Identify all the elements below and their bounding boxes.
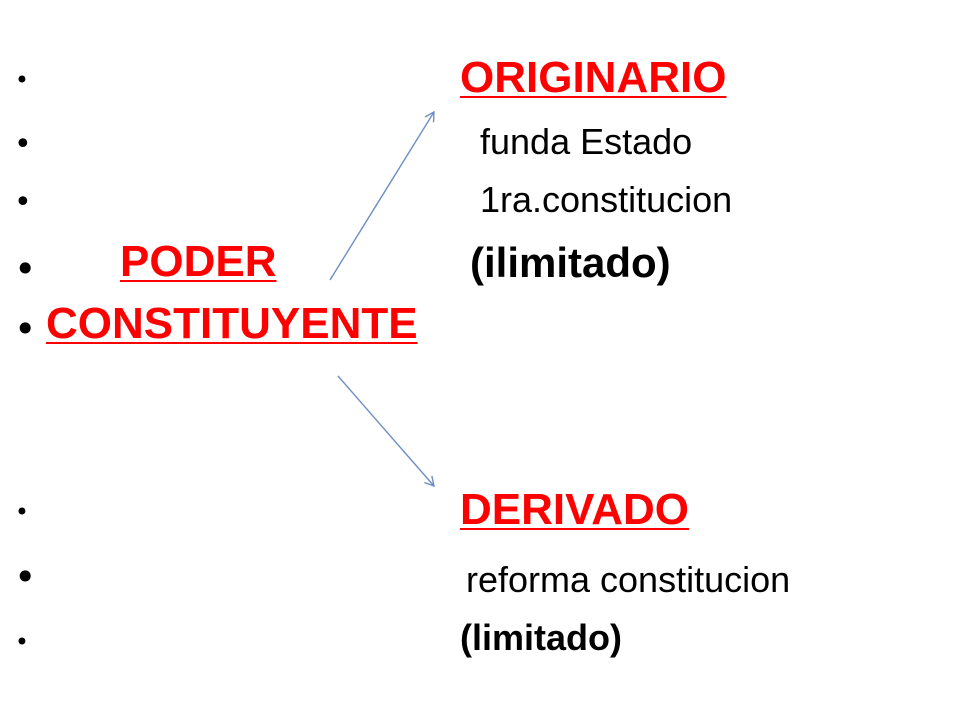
heading-originario: ORIGINARIO	[460, 53, 727, 102]
text-ilimitado: (ilimitado)	[470, 239, 671, 286]
text-1ra-constitucion: 1ra.constitucion	[480, 179, 733, 220]
text-limitado: (limitado)	[460, 617, 622, 658]
text-reforma-constitucion: reforma constitucion	[466, 559, 791, 600]
heading-poder: PODER	[120, 237, 277, 286]
heading-constituyente: CONSTITUYENTE	[46, 299, 418, 348]
arrow-down-to-derivado	[337, 375, 435, 488]
arrow-up-to-originario	[329, 110, 435, 281]
text-funda-estado: funda Estado	[480, 121, 693, 162]
heading-derivado: DERIVADO	[460, 485, 689, 534]
